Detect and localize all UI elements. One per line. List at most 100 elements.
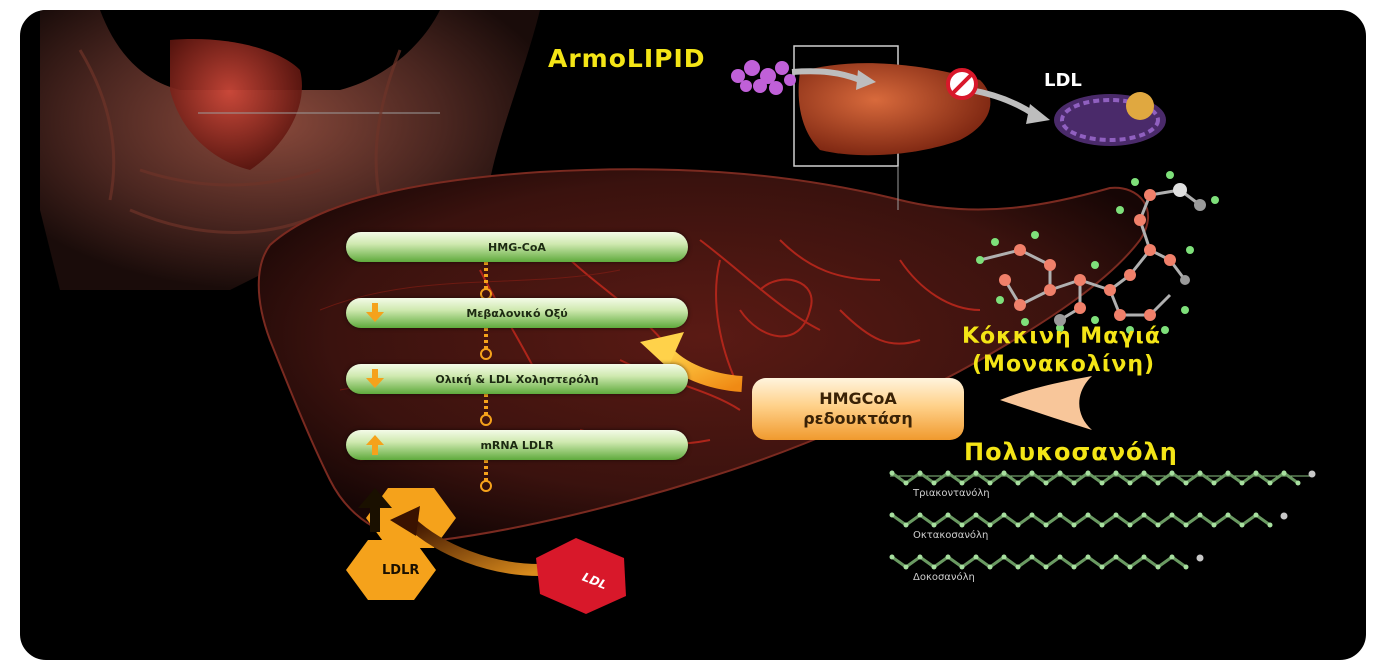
chain-atom <box>1253 470 1259 476</box>
figure-frame: ArmoLIPID LDL HMG-CoA Μεβαλονικό Οξύ Ολι… <box>18 8 1368 662</box>
chain-atom <box>917 470 923 476</box>
alcohol-label-1: Τριακοντανόλη <box>913 488 990 499</box>
hydroxyl-atom <box>1196 554 1204 562</box>
up-arrow-icon <box>366 435 384 455</box>
chain-atom <box>1197 470 1203 476</box>
chain-atom <box>973 512 979 518</box>
hydroxyl-atom <box>1308 470 1316 478</box>
pathway-step-cholesterol: Ολική & LDL Χοληστερόλη <box>346 364 688 394</box>
chain-atom <box>1267 522 1273 528</box>
ldl-hexagon <box>536 538 626 614</box>
chain-atom <box>1183 522 1189 528</box>
chain-atom <box>1071 522 1077 528</box>
chain-atom <box>959 564 965 570</box>
chain-atom <box>1099 522 1105 528</box>
chain-atom <box>973 554 979 560</box>
ldl-uptake-arrow <box>405 517 541 576</box>
chain-atom <box>1239 480 1245 486</box>
ldl-label: LDL <box>1044 70 1082 91</box>
chain-atom <box>1127 480 1133 486</box>
chain-atom <box>1225 512 1231 518</box>
carbon-chain <box>891 513 1271 527</box>
chain-atom <box>931 564 937 570</box>
down-arrow-icon <box>366 303 384 322</box>
chain-atom <box>917 512 923 518</box>
monacolin-molecule-icon <box>976 171 1219 334</box>
pathway-connectors <box>480 262 492 492</box>
enzyme-box: HMGCoA ρεδουκτάση <box>752 378 964 440</box>
chain-atom <box>1099 564 1105 570</box>
chain-atom <box>1127 522 1133 528</box>
chain-atom <box>1001 470 1007 476</box>
chain-atom <box>1113 470 1119 476</box>
chain-atom <box>1169 554 1175 560</box>
chain-atom <box>1141 470 1147 476</box>
chain-atom <box>1113 512 1119 518</box>
combined-input-arrow <box>1000 376 1092 430</box>
chain-atom <box>1253 512 1259 518</box>
alcohol-chains <box>889 470 1316 570</box>
chain-atom <box>1211 522 1217 528</box>
torso-illustration <box>40 10 540 290</box>
chain-atom <box>1043 480 1049 486</box>
chain-atom <box>1015 564 1021 570</box>
chain-atom <box>1113 554 1119 560</box>
policosanol-label: Πολυκοσανόλη <box>964 438 1178 466</box>
chain-atom <box>1043 522 1049 528</box>
chain-atom <box>931 522 937 528</box>
chain-atom <box>1225 470 1231 476</box>
chain-atom <box>903 480 909 486</box>
alcohol-label-3: Δοκοσανόλη <box>913 572 975 583</box>
chain-atom <box>959 522 965 528</box>
chain-atom <box>1169 512 1175 518</box>
chain-atom <box>1001 512 1007 518</box>
chain-atom <box>987 480 993 486</box>
cholesterol-molecule-icon <box>731 60 796 95</box>
pathway-step-mevalonic: Μεβαλονικό Οξύ <box>346 298 688 328</box>
chain-atom <box>889 554 895 560</box>
pathway-step-label: Μεβαλονικό Οξύ <box>466 306 568 320</box>
chain-atom <box>1071 480 1077 486</box>
carbon-chain <box>891 555 1187 569</box>
ldlr-label: LDLR <box>382 563 420 578</box>
chain-atom <box>1281 470 1287 476</box>
chain-atom <box>1169 470 1175 476</box>
alcohol-label-2: Οκτακοσανόλη <box>913 530 989 541</box>
chain-atom <box>1029 554 1035 560</box>
chain-atom <box>1197 512 1203 518</box>
chain-atom <box>1295 480 1301 486</box>
pathway-step-label: mRNA LDLR <box>480 438 554 452</box>
chain-atom <box>1239 522 1245 528</box>
chain-atom <box>1267 480 1273 486</box>
chain-atom <box>1015 480 1021 486</box>
chain-atom <box>1029 512 1035 518</box>
chain-atom <box>959 480 965 486</box>
chain-atom <box>1183 480 1189 486</box>
monacolin-label: (Μονακολίνη) <box>972 352 1156 377</box>
enzyme-name: HMGCoA <box>819 389 897 408</box>
pathway-step-mrna-ldlr: mRNA LDLR <box>346 430 688 460</box>
chain-atom <box>931 480 937 486</box>
chain-atom <box>1211 480 1217 486</box>
chain-atom <box>1155 522 1161 528</box>
chain-atom <box>903 522 909 528</box>
chain-atom <box>1085 512 1091 518</box>
chain-atom <box>1155 480 1161 486</box>
carbon-chain <box>891 471 1299 485</box>
chain-atom <box>1029 470 1035 476</box>
down-arrow-icon <box>366 369 384 388</box>
chain-atom <box>1085 470 1091 476</box>
chain-atom <box>945 512 951 518</box>
chain-atom <box>889 470 895 476</box>
chain-atom <box>987 522 993 528</box>
ldl-particle-icon <box>1054 92 1166 146</box>
heart-icon <box>170 39 302 170</box>
chain-atom <box>1141 554 1147 560</box>
chain-atom <box>1043 564 1049 570</box>
chain-atom <box>1099 480 1105 486</box>
chain-atom <box>1057 554 1063 560</box>
red-yeast-label: Κόκκινη Μαγιά <box>962 324 1161 349</box>
chain-atom <box>1127 564 1133 570</box>
pathway-step-label: Ολική & LDL Χοληστερόλη <box>435 372 599 386</box>
enzyme-name-2: ρεδουκτάση <box>803 409 913 428</box>
